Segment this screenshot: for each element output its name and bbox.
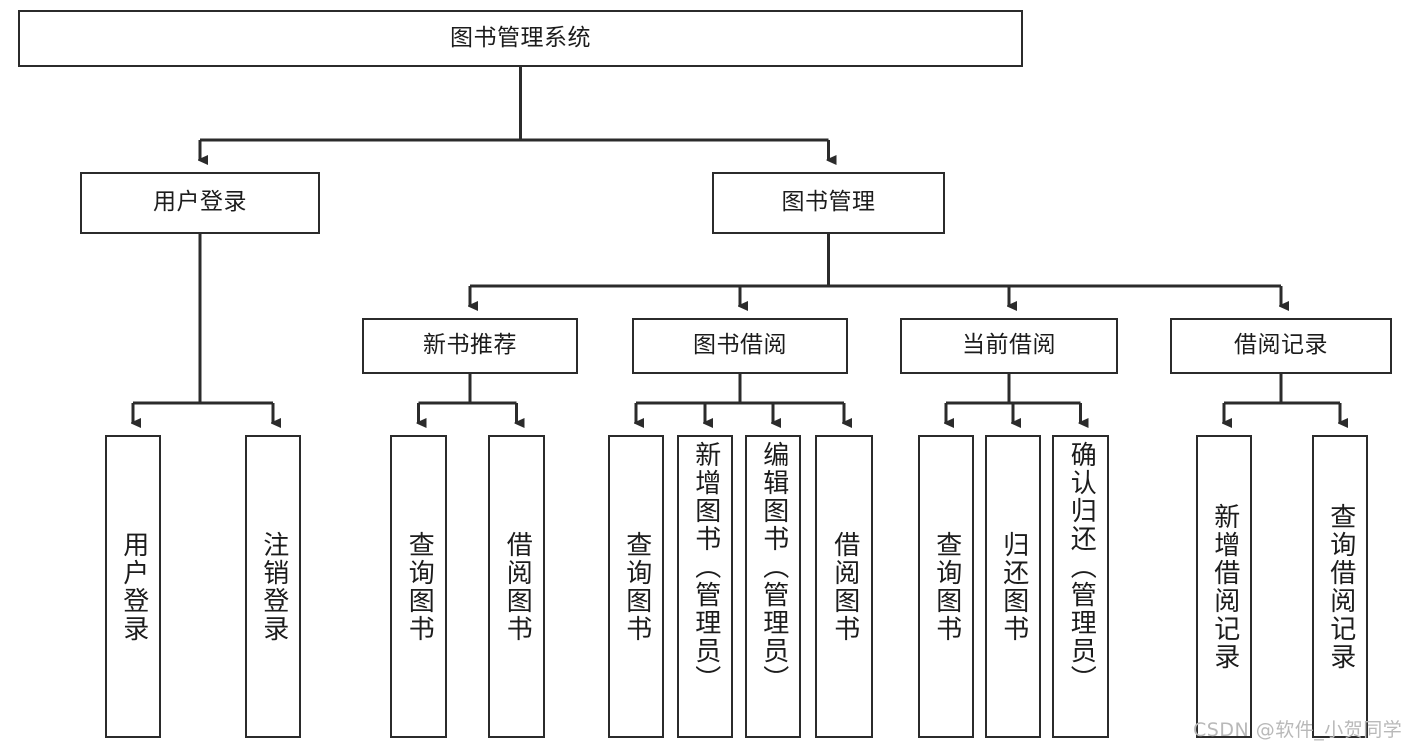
node-leaf-return-book[interactable]: 归还图书 <box>985 435 1041 738</box>
node-leaf-borrow-book-rec-label: 借阅图书 <box>502 530 533 643</box>
node-user-login-label: 用户登录 <box>153 189 247 216</box>
node-borrow-record[interactable]: 借阅记录 <box>1170 318 1392 374</box>
node-new-book-recommend[interactable]: 新书推荐 <box>362 318 578 374</box>
node-leaf-return-book-label: 归还图书 <box>998 530 1029 643</box>
node-leaf-query-book-cur-label: 查询图书 <box>931 530 962 643</box>
node-leaf-edit-book-admin-label: 编辑图书（管理员） <box>758 441 789 693</box>
node-book-management-label: 图书管理 <box>781 189 876 216</box>
node-leaf-add-book-admin-label: 新增图书（管理员） <box>690 441 721 693</box>
node-leaf-logout[interactable]: 注销登录 <box>245 435 301 738</box>
node-leaf-borrow-book[interactable]: 借阅图书 <box>815 435 873 738</box>
node-user-login[interactable]: 用户登录 <box>80 172 320 234</box>
watermark-csdn: CSDN @软件_小贺同学 <box>1193 719 1403 741</box>
node-root[interactable]: 图书管理系统 <box>18 10 1023 67</box>
node-leaf-add-book-admin[interactable]: 新增图书（管理员） <box>677 435 733 738</box>
node-current-borrow[interactable]: 当前借阅 <box>900 318 1118 374</box>
node-leaf-query-book[interactable]: 查询图书 <box>608 435 664 738</box>
node-leaf-query-book-rec[interactable]: 查询图书 <box>390 435 447 738</box>
node-leaf-confirm-return-admin[interactable]: 确认归还（管理员） <box>1052 435 1109 738</box>
node-book-management[interactable]: 图书管理 <box>712 172 945 234</box>
node-leaf-borrow-book-label: 借阅图书 <box>829 530 860 643</box>
node-leaf-query-book-cur[interactable]: 查询图书 <box>918 435 974 738</box>
node-leaf-logout-label: 注销登录 <box>258 530 289 643</box>
node-book-borrow-label: 图书借阅 <box>693 332 787 359</box>
node-book-borrow[interactable]: 图书借阅 <box>632 318 848 374</box>
node-leaf-borrow-book-rec[interactable]: 借阅图书 <box>488 435 545 738</box>
node-leaf-query-borrow-record[interactable]: 查询借阅记录 <box>1312 435 1368 738</box>
node-leaf-add-borrow-record-label: 新增借阅记录 <box>1209 502 1240 671</box>
node-leaf-query-borrow-record-label: 查询借阅记录 <box>1325 502 1356 671</box>
node-current-borrow-label: 当前借阅 <box>962 332 1056 359</box>
node-leaf-query-book-label: 查询图书 <box>621 530 652 643</box>
node-leaf-edit-book-admin[interactable]: 编辑图书（管理员） <box>745 435 801 738</box>
node-leaf-user-login[interactable]: 用户登录 <box>105 435 161 738</box>
node-root-label: 图书管理系统 <box>450 24 591 51</box>
node-leaf-confirm-return-admin-label: 确认归还（管理员） <box>1066 441 1097 693</box>
node-leaf-query-book-rec-label: 查询图书 <box>404 530 435 643</box>
node-leaf-add-borrow-record[interactable]: 新增借阅记录 <box>1196 435 1252 738</box>
node-leaf-user-login-label: 用户登录 <box>118 530 149 643</box>
node-borrow-record-label: 借阅记录 <box>1234 332 1328 359</box>
node-new-book-recommend-label: 新书推荐 <box>423 332 517 359</box>
